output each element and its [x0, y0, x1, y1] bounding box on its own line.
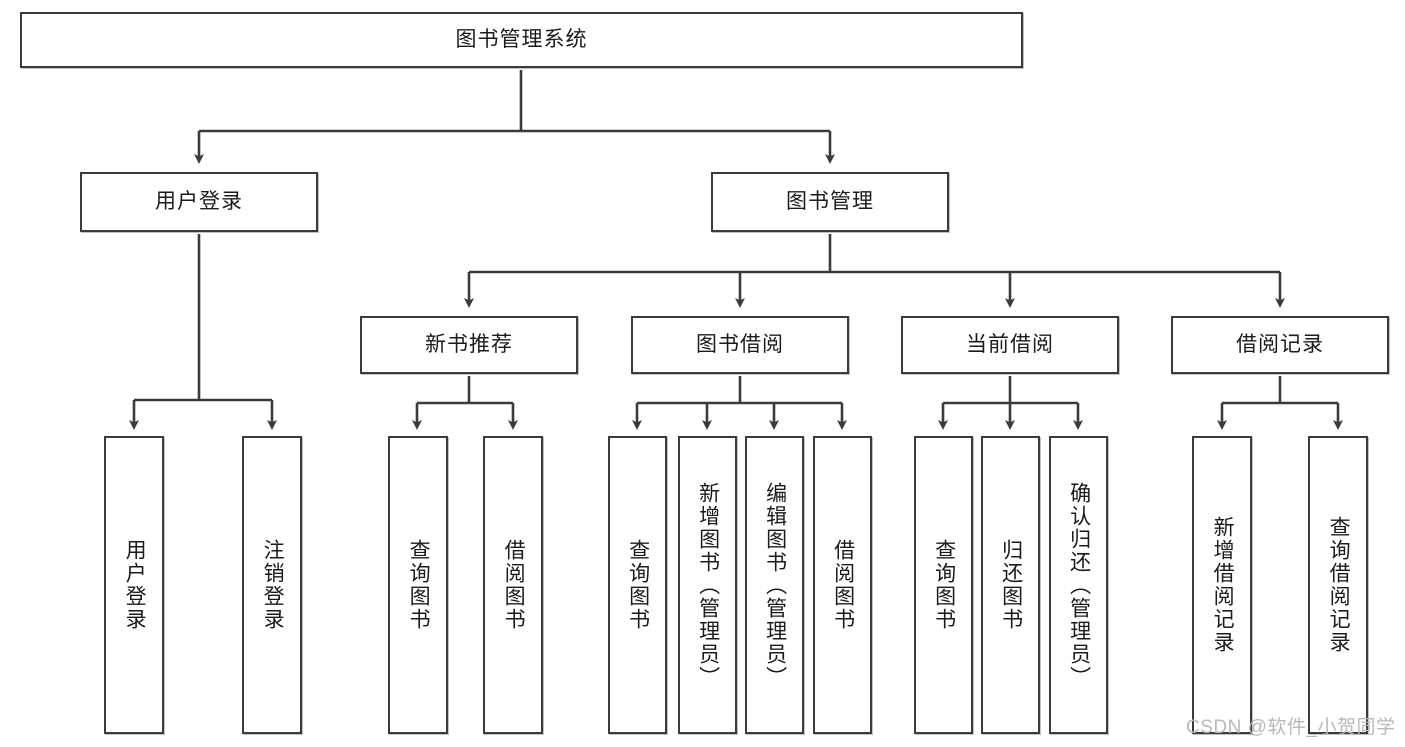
node-leaf-edit-book[interactable]: 编辑图书（管理员） [745, 436, 804, 734]
node-leaf-query-record[interactable]: 查询借阅记录 [1308, 436, 1368, 734]
node-root-label: 图书管理系统 [455, 28, 588, 52]
node-leaf-borrow-book-1-label: 借阅图书 [502, 539, 526, 631]
node-book-manage[interactable]: 图书管理 [711, 172, 949, 232]
node-leaf-borrow-book-1[interactable]: 借阅图书 [483, 436, 543, 734]
node-leaf-query-book-2-label: 查询图书 [626, 539, 650, 631]
node-leaf-add-record[interactable]: 新增借阅记录 [1192, 436, 1252, 734]
node-book-manage-label: 图书管理 [786, 190, 874, 214]
node-leaf-query-book-2[interactable]: 查询图书 [608, 436, 667, 734]
node-leaf-edit-book-label: 编辑图书（管理员） [763, 481, 787, 689]
node-leaf-query-book-1[interactable]: 查询图书 [388, 436, 448, 734]
node-leaf-query-book-3[interactable]: 查询图书 [914, 436, 973, 734]
node-leaf-user-login[interactable]: 用户登录 [104, 436, 164, 734]
node-leaf-user-logout[interactable]: 注销登录 [242, 436, 302, 734]
node-borrow-record-label: 借阅记录 [1236, 333, 1324, 357]
node-book-borrow-label: 图书借阅 [696, 333, 784, 357]
node-leaf-add-record-label: 新增借阅记录 [1211, 516, 1235, 654]
node-leaf-user-logout-label: 注销登录 [261, 539, 285, 631]
node-leaf-add-book-label: 新增图书（管理员） [696, 481, 720, 689]
node-leaf-query-record-label: 查询借阅记录 [1327, 516, 1351, 654]
watermark: CSDN @软件_小贺同学 [1186, 717, 1396, 738]
node-user-login[interactable]: 用户登录 [80, 172, 318, 232]
node-root[interactable]: 图书管理系统 [20, 12, 1023, 68]
node-current-borrow-label: 当前借阅 [966, 333, 1054, 357]
node-user-login-label: 用户登录 [155, 190, 243, 214]
node-leaf-return-book-label: 归还图书 [999, 539, 1023, 631]
node-leaf-borrow-book-2[interactable]: 借阅图书 [813, 436, 872, 734]
node-leaf-borrow-book-2-label: 借阅图书 [831, 539, 855, 631]
node-borrow-record[interactable]: 借阅记录 [1171, 316, 1389, 374]
node-new-book-rec-label: 新书推荐 [425, 333, 513, 357]
node-leaf-query-book-3-label: 查询图书 [932, 539, 956, 631]
node-leaf-user-login-label: 用户登录 [123, 539, 147, 631]
node-current-borrow[interactable]: 当前借阅 [901, 316, 1119, 374]
node-new-book-rec[interactable]: 新书推荐 [360, 316, 578, 374]
node-leaf-return-book[interactable]: 归还图书 [981, 436, 1040, 734]
node-leaf-add-book[interactable]: 新增图书（管理员） [678, 436, 737, 734]
node-leaf-query-book-1-label: 查询图书 [407, 539, 431, 631]
node-book-borrow[interactable]: 图书借阅 [631, 316, 849, 374]
node-leaf-confirm-return[interactable]: 确认归还（管理员） [1049, 436, 1108, 734]
node-leaf-confirm-return-label: 确认归还（管理员） [1067, 481, 1091, 689]
